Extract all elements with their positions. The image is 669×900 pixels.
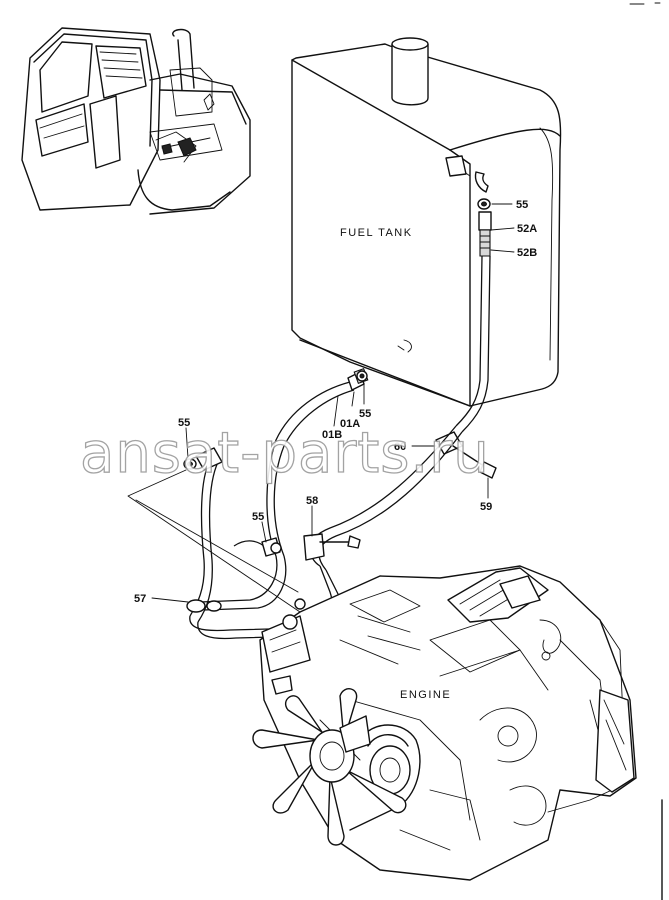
- fuel-tank: [291, 37, 562, 407]
- fuel-tank-label: FUEL TANK: [340, 227, 413, 239]
- excavator-overview: [21, 27, 251, 215]
- callout-55-top: 55: [516, 199, 528, 211]
- callout-55-left: 55: [178, 417, 190, 429]
- callout-59: 59: [480, 501, 492, 513]
- engine-label: ENGINE: [400, 689, 451, 701]
- tank-return-hose: [435, 171, 497, 479]
- callout-60: 60: [394, 441, 406, 453]
- callout-leaders: [151, 203, 515, 603]
- callout-52a: 52A: [517, 223, 537, 235]
- cooling-fan: [252, 688, 407, 846]
- fuel-hoses: [183, 367, 463, 640]
- callout-52b: 52B: [517, 247, 537, 259]
- reference-lines: [127, 469, 301, 613]
- engine: [259, 565, 637, 881]
- watermark: ansat-parts.ru: [80, 421, 490, 486]
- page-edge-marks: [629, 2, 663, 900]
- callout-01a: 01A: [340, 418, 360, 430]
- callout-58: 58: [306, 495, 318, 507]
- hose-clip-55-top: [477, 198, 491, 210]
- callout-57: 57: [134, 593, 146, 605]
- callout-55-low: 55: [252, 511, 264, 523]
- callout-55-mid: 55: [359, 408, 371, 420]
- callout-01b: 01B: [322, 429, 342, 441]
